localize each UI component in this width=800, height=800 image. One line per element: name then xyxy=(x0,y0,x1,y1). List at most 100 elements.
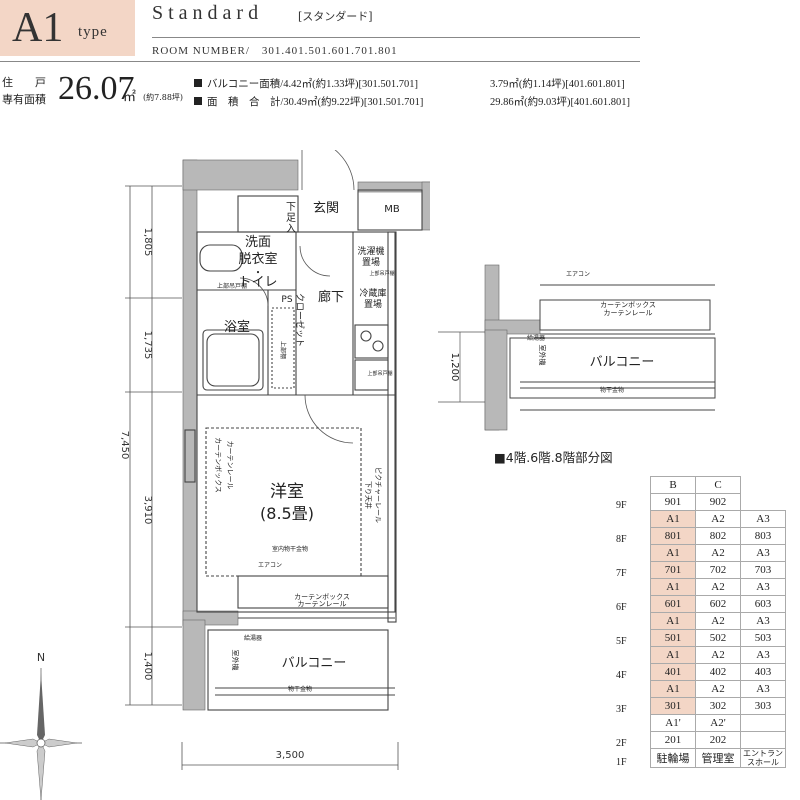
floor-label xyxy=(612,545,651,562)
partial-curtain-rail: カーテンレール xyxy=(604,309,653,317)
label-water-heater: 給湯器 xyxy=(244,634,262,642)
partial-outdoor-unit: 室外機 xyxy=(538,345,547,366)
table-cell: 503 xyxy=(740,629,786,647)
table-cell: A1 xyxy=(650,544,696,562)
label-wash3: ・ xyxy=(253,268,263,279)
floor-label: 4F xyxy=(616,669,627,681)
label-closet-shelf: 上部棚 xyxy=(279,341,287,359)
partial-dry-hardware: 物干金物 xyxy=(600,386,624,394)
label-corridor: 廊下 xyxy=(318,289,344,305)
label-western: 洋室 xyxy=(270,482,304,502)
table-cell: 803 xyxy=(740,527,786,545)
label-aircon: エアコン xyxy=(258,562,282,569)
compass-north-label: N xyxy=(37,651,45,664)
label-washer-a: 洗濯機 xyxy=(357,245,384,257)
table-cell: 303 xyxy=(740,697,786,715)
floor-label: 1F xyxy=(616,756,627,768)
table-cell: A2 xyxy=(695,544,741,562)
table-cell: 701 xyxy=(650,561,696,579)
table-cell: A3 xyxy=(740,612,786,630)
label-fridge-a: 冷蔵庫 xyxy=(359,287,386,299)
table-cell: 駐輪場 xyxy=(650,748,696,768)
spec-balcony-area: バルコニー面積/4.42㎡(約1.33坪)[301.501.701]3.79㎡(… xyxy=(194,76,625,91)
label-kitchen-shelf: 上部吊戸棚 xyxy=(367,370,392,377)
label-washer-b: 置場 xyxy=(362,256,380,268)
table-cell: 601 xyxy=(650,595,696,613)
type-suffix: type xyxy=(78,24,108,40)
floor-label xyxy=(612,681,651,698)
table-cell: 901 xyxy=(650,493,696,511)
table-cell: 402 xyxy=(695,663,741,681)
table-cell: A2 xyxy=(695,680,741,698)
table-cell: A1 xyxy=(650,510,696,528)
floor-label xyxy=(612,647,651,664)
partial-aircon: エアコン xyxy=(566,271,590,278)
label-outdoor-unit: 室外機 xyxy=(231,650,240,671)
table-cell: A2 xyxy=(695,646,741,664)
label-picture-rail: ピクチャーレール xyxy=(374,467,382,523)
floor-plan: 玄関 MB 下 足 入 洗面 脱衣室 ・ トイレ 上部吊戸棚 PS 廊下 浴室 … xyxy=(0,150,430,800)
floor-label xyxy=(612,715,651,732)
label-curtain-box-side: カーテンボックス xyxy=(214,437,222,493)
table-cell: A1 xyxy=(650,680,696,698)
area-label-line1: 住 戸 xyxy=(2,76,46,89)
label-wash4: トイレ xyxy=(238,275,277,290)
table-cell: 502 xyxy=(695,629,741,647)
table-cell: A1' xyxy=(650,714,696,732)
table-cell: 403 xyxy=(740,663,786,681)
table-cell: 管理室 xyxy=(695,748,741,768)
label-shoe-b: 足 xyxy=(286,212,296,224)
square-bullet-icon xyxy=(194,79,202,87)
header-divider-bottom xyxy=(0,61,640,62)
square-bullet-icon xyxy=(194,97,202,105)
floor-label xyxy=(612,613,651,630)
floor-label: 6F xyxy=(616,601,627,613)
label-closet: クローゼット xyxy=(294,293,306,347)
table-cell: A3 xyxy=(740,680,786,698)
table-cell: A2' xyxy=(695,714,741,732)
label-curtain-box: カーテンボックス xyxy=(294,593,350,601)
table-cell: 302 xyxy=(695,697,741,715)
floor-label: 2F xyxy=(616,737,627,749)
table-cell: A2 xyxy=(695,578,741,596)
table-cell: 801 xyxy=(650,527,696,545)
table-cell: A3 xyxy=(740,646,786,664)
label-shoe-c: 入 xyxy=(286,224,296,235)
table-cell: エントランスホール xyxy=(740,748,786,768)
dim-1805: 1,805 xyxy=(142,228,153,257)
label-bath: 浴室 xyxy=(224,319,250,335)
floor-table-row: 1F 駐輪場管理室エントランスホール xyxy=(612,748,786,768)
label-indoor-dry: 室内物干金物 xyxy=(272,545,308,553)
table-cell: A1 xyxy=(650,578,696,596)
label-fridge-b: 置場 xyxy=(364,298,382,310)
floor-label xyxy=(612,579,651,596)
area-tsubo: (約7.88坪) xyxy=(143,93,184,102)
floor-label xyxy=(612,511,651,528)
area-label-line2: 専有面積 xyxy=(2,93,46,106)
dim-3500: 3,500 xyxy=(276,750,305,761)
label-entrance: 玄関 xyxy=(313,201,339,216)
label-ps: PS xyxy=(281,295,292,305)
label-wash2: 脱衣室 xyxy=(238,251,277,267)
area-unit: ㎡ xyxy=(123,89,137,104)
type-code: A1 xyxy=(12,5,64,51)
table-cell: 501 xyxy=(650,629,696,647)
type-badge xyxy=(0,0,135,56)
table-cell xyxy=(740,731,786,749)
table-cell: A3 xyxy=(740,578,786,596)
label-wash1: 洗面 xyxy=(245,235,271,250)
dim-1735: 1,735 xyxy=(142,331,153,360)
partial-curtain-box: カーテンボックス xyxy=(600,301,656,309)
room-number-line: ROOM NUMBER/ 301.401.501.601.701.801 xyxy=(152,45,398,57)
